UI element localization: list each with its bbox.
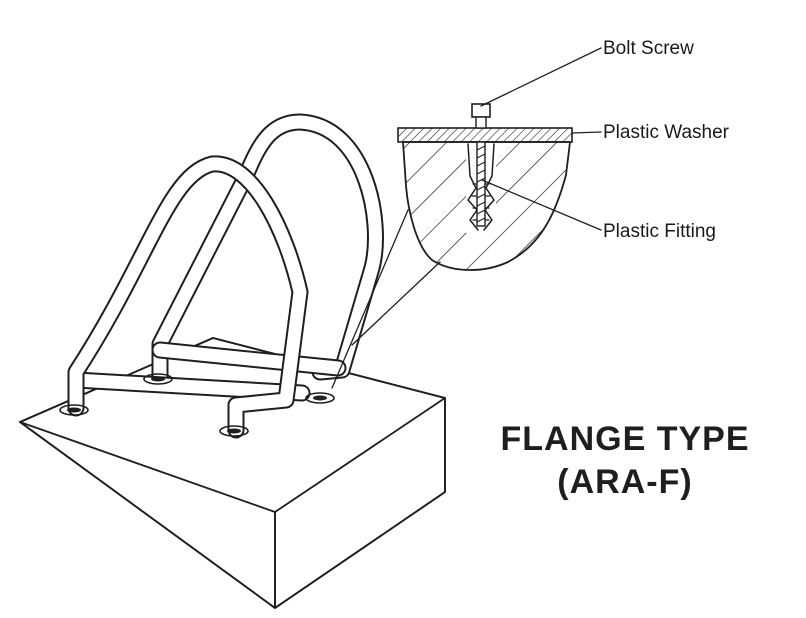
flange-base-front-right [219,425,249,437]
ladder-step-front [67,371,311,402]
callout-leaders [480,47,602,231]
ladder-step-back [151,341,347,377]
label-plastic-washer: Plastic Washer [603,122,730,143]
label-bolt-screw: Bolt Screw [603,38,694,59]
flange-base-front-left [59,404,89,416]
plastic-washer-part [397,127,573,143]
detail-leader-lines [331,209,441,389]
flange-base-back-right [305,392,335,404]
flange-base-back-left [143,373,173,385]
diagram-title-line2: (ARA-F) [557,463,692,501]
ladder-rail-back [151,113,384,387]
diagram-title-line1: FLANGE TYPE [500,420,749,458]
label-plastic-fitting: Plastic Fitting [603,221,716,242]
ladder-rail-front [67,155,309,439]
bolt-screw-part [471,103,491,227]
